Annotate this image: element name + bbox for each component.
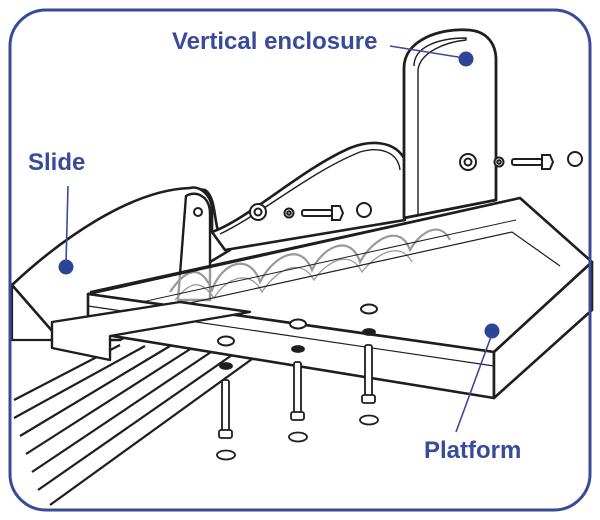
washer <box>359 414 379 426</box>
platform-label: Platform <box>424 437 521 464</box>
slide-chute-stripes <box>13 344 271 506</box>
vertical-enclosure-label: Vertical enclosure <box>172 28 377 55</box>
platform-marker <box>484 323 500 339</box>
under-bolts <box>216 328 379 461</box>
platform-inner-line <box>103 231 561 323</box>
enclosure-bolt-shaft <box>511 158 543 166</box>
nut <box>291 345 305 353</box>
slide-marker <box>58 259 74 275</box>
bolt-head <box>290 411 305 421</box>
bolt-head <box>218 429 233 439</box>
border-frame <box>8 8 592 512</box>
platform-leader <box>455 333 493 433</box>
vertical-enclosure-panel <box>402 28 498 220</box>
platform-holes <box>217 303 378 347</box>
slide-cap <box>356 202 372 218</box>
vertical-enclosure-edge <box>413 37 467 214</box>
slide-fasteners <box>249 202 372 221</box>
slide-bolt-shaft <box>301 209 333 217</box>
platform-hole <box>360 303 378 315</box>
slide-side-wall <box>189 141 407 252</box>
slide-bolt-head <box>331 205 345 221</box>
nut <box>219 362 233 370</box>
platform-inner-line-2 <box>95 219 517 313</box>
bolt-shaft <box>293 361 302 415</box>
slide-label: Slide <box>28 149 85 176</box>
bolt-head <box>361 394 376 404</box>
slide-bracket-hole <box>193 207 203 217</box>
nut <box>362 328 376 336</box>
leader-lines <box>65 45 493 433</box>
enclosure-marker <box>458 51 474 67</box>
platform-hole <box>289 318 307 330</box>
slide-leader <box>65 185 69 265</box>
slide-lower-edge <box>10 285 60 342</box>
washer <box>216 449 236 461</box>
enclosure-cap <box>567 151 583 167</box>
washer <box>288 431 308 443</box>
bolt-shaft <box>221 379 230 433</box>
enclosure-fasteners <box>459 151 583 171</box>
platform-side-face <box>492 260 594 400</box>
slide-lower-flange <box>50 300 252 362</box>
enclosure-bolt-head <box>541 154 555 170</box>
enclosure-leader <box>389 45 465 59</box>
bolt-shaft <box>364 344 373 398</box>
platform-hole <box>217 335 235 347</box>
